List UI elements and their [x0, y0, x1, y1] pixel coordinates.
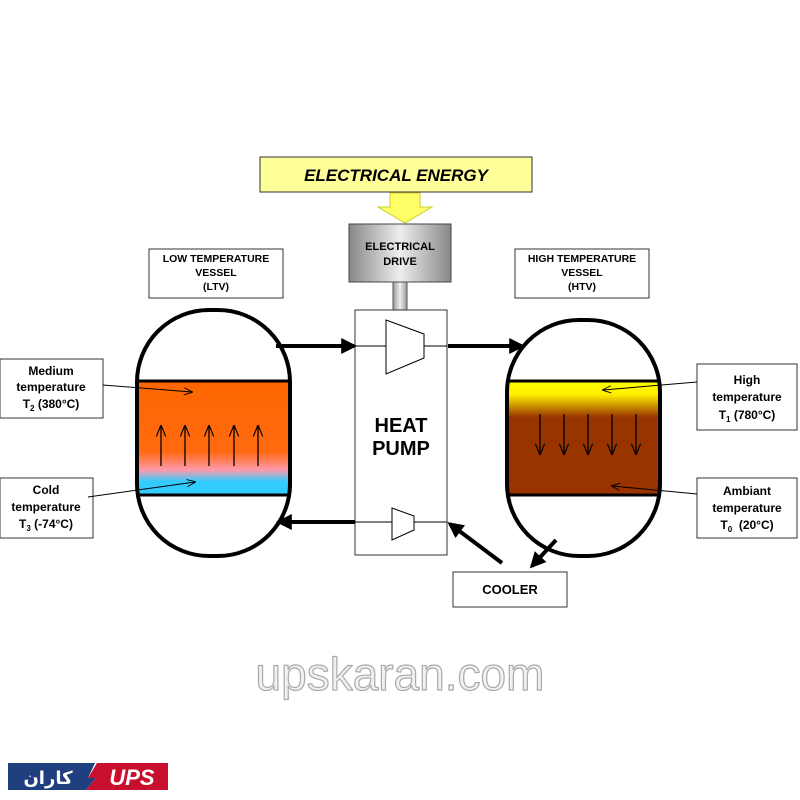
htv-label: HIGH TEMPERATURE VESSEL (HTV) [514, 248, 650, 299]
value: (20°C) [732, 518, 773, 532]
svg-text:LOW TEMPERATURE: LOW TEMPERATURE [163, 253, 270, 265]
svg-text:VESSEL: VESSEL [561, 267, 603, 279]
compressor-icon [385, 319, 425, 375]
svg-text:temperature: temperature [16, 380, 86, 394]
energy-input-arrow [376, 192, 434, 224]
ltv-label: LOW TEMPERATURE VESSEL (LTV) [148, 248, 284, 299]
high-temperature-vessel [505, 318, 662, 558]
svg-text:UPS: UPS [109, 765, 155, 790]
cooler-box: COOLER [452, 571, 568, 608]
expander-icon [391, 507, 415, 541]
svg-text:(HTV): (HTV) [568, 281, 596, 293]
value: (-74°C) [31, 517, 73, 531]
svg-text:High: High [734, 373, 761, 387]
ups-karan-logo: کاران UPS [8, 763, 168, 790]
svg-text:T1 (780°C): T1 (780°C) [719, 408, 776, 424]
cooler-to-pump-arrow [447, 522, 504, 565]
svg-text:temperature: temperature [11, 500, 81, 514]
upward-flow-arrows [161, 426, 258, 466]
cold-pointer-arrow [87, 482, 195, 498]
svg-text:DRIVE: DRIVE [383, 256, 417, 268]
svg-text:کاران: کاران [23, 768, 73, 789]
value: (380°C) [34, 397, 79, 411]
symbol: T [23, 397, 31, 411]
symbol: T [719, 408, 727, 422]
watermark: upskaran.com [256, 648, 545, 700]
svg-text:PUMP: PUMP [372, 438, 430, 460]
svg-text:T3 (-74°C): T3 (-74°C) [19, 517, 73, 533]
svg-text:COOLER: COOLER [482, 582, 538, 597]
svg-text:Medium: Medium [28, 364, 73, 378]
svg-text:Ambiant: Ambiant [723, 484, 771, 498]
subscript: 0 [728, 525, 733, 534]
high-pointer-arrow [603, 381, 698, 390]
downward-flow-arrows [540, 414, 636, 454]
drive-shaft [392, 281, 408, 311]
ambient-pointer-arrow [612, 486, 698, 495]
cold-temperature-label: Cold temperature T3 (-74°C) [0, 477, 94, 539]
low-temperature-vessel [135, 308, 292, 558]
ambient-temperature-label: Ambiant temperature T0 (20°C) [696, 477, 798, 539]
svg-text:T2 (380°C): T2 (380°C) [23, 397, 80, 413]
svg-text:(LTV): (LTV) [203, 281, 229, 293]
medium-temperature-label: Medium temperature T2 (380°C) [0, 358, 104, 419]
htv-to-cooler-arrow [529, 538, 558, 569]
value: (780°C) [730, 408, 775, 422]
svg-text:VESSEL: VESSEL [195, 267, 237, 279]
svg-text:Cold: Cold [33, 483, 60, 497]
symbol: T [19, 517, 27, 531]
electrical-energy-box: ELECTRICAL ENERGY [259, 156, 533, 193]
subscript: 2 [30, 404, 35, 413]
svg-text:ELECTRICAL: ELECTRICAL [365, 241, 435, 253]
medium-pointer-arrow [102, 384, 192, 392]
svg-text:HIGH TEMPERATURE: HIGH TEMPERATURE [528, 253, 636, 265]
symbol: T [720, 518, 728, 532]
subscript: 1 [726, 415, 731, 424]
subscript: 3 [26, 524, 31, 533]
svg-text:HEAT: HEAT [375, 415, 428, 437]
svg-text:T0 (20°C): T0 (20°C) [720, 518, 773, 534]
svg-text:ELECTRICAL ENERGY: ELECTRICAL ENERGY [304, 166, 490, 185]
heat-pump-box: HEAT PUMP [354, 309, 448, 556]
svg-text:temperature: temperature [712, 501, 782, 515]
svg-text:temperature: temperature [712, 390, 782, 404]
electrical-drive: ELECTRICAL DRIVE [348, 223, 452, 283]
high-temperature-label: High temperature T1 (780°C) [696, 363, 798, 431]
